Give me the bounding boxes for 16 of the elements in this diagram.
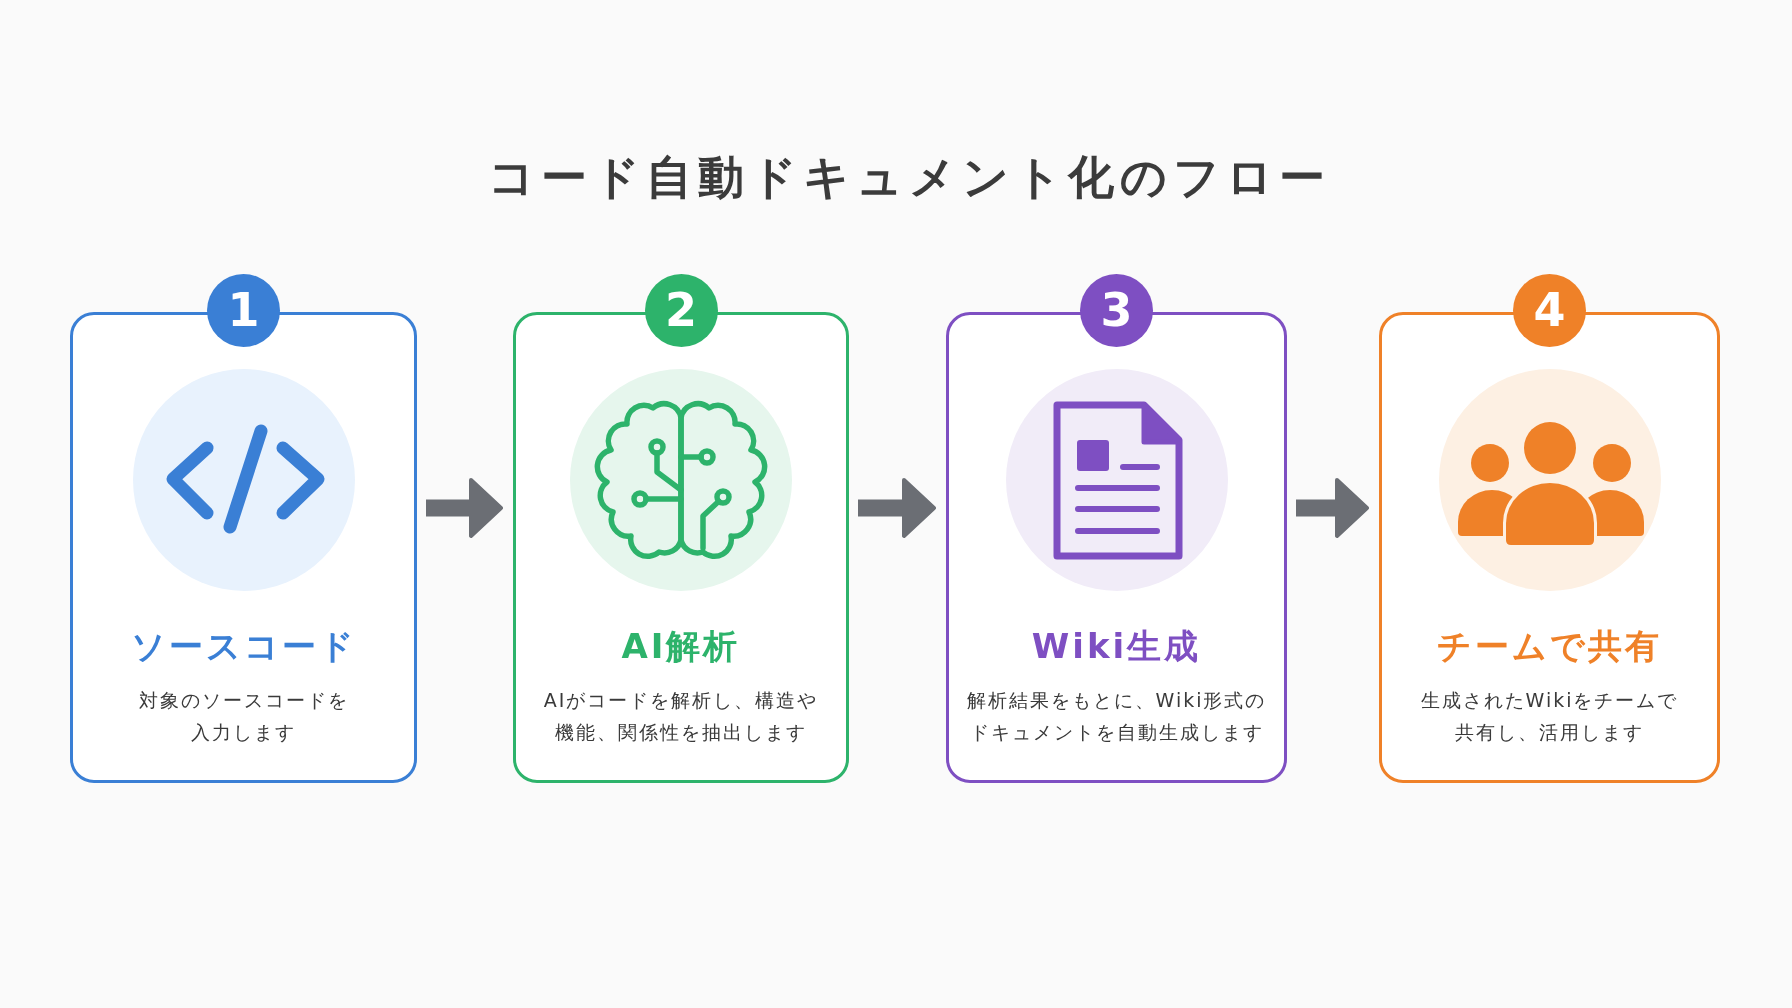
step-description: 解析結果をもとに、Wiki形式のドキュメントを自動生成します: [965, 688, 1268, 745]
step-description: 対象のソースコードを入力します: [137, 688, 350, 745]
step-description: AIがコードを解析し、構造や機能、関係性を抽出します: [542, 688, 820, 745]
step-title: ソースコード: [129, 625, 358, 668]
step-description: 生成されたWikiをチームで共有し、活用します: [1419, 688, 1680, 745]
step-number-badge: 1: [207, 273, 280, 347]
step-title: AI解析: [620, 625, 742, 668]
step-title: Wiki生成: [1030, 625, 1203, 668]
arrow: [858, 478, 936, 538]
step-title: チームで共有: [1436, 625, 1663, 668]
diagram-title: コード自動ドキュメント化のフロー: [486, 149, 1332, 206]
arrow: [1296, 478, 1369, 538]
step-number-badge: 4: [1513, 273, 1586, 347]
step-number-badge: 2: [644, 273, 718, 347]
step-number-badge: 3: [1080, 273, 1153, 347]
arrow: [426, 478, 503, 538]
